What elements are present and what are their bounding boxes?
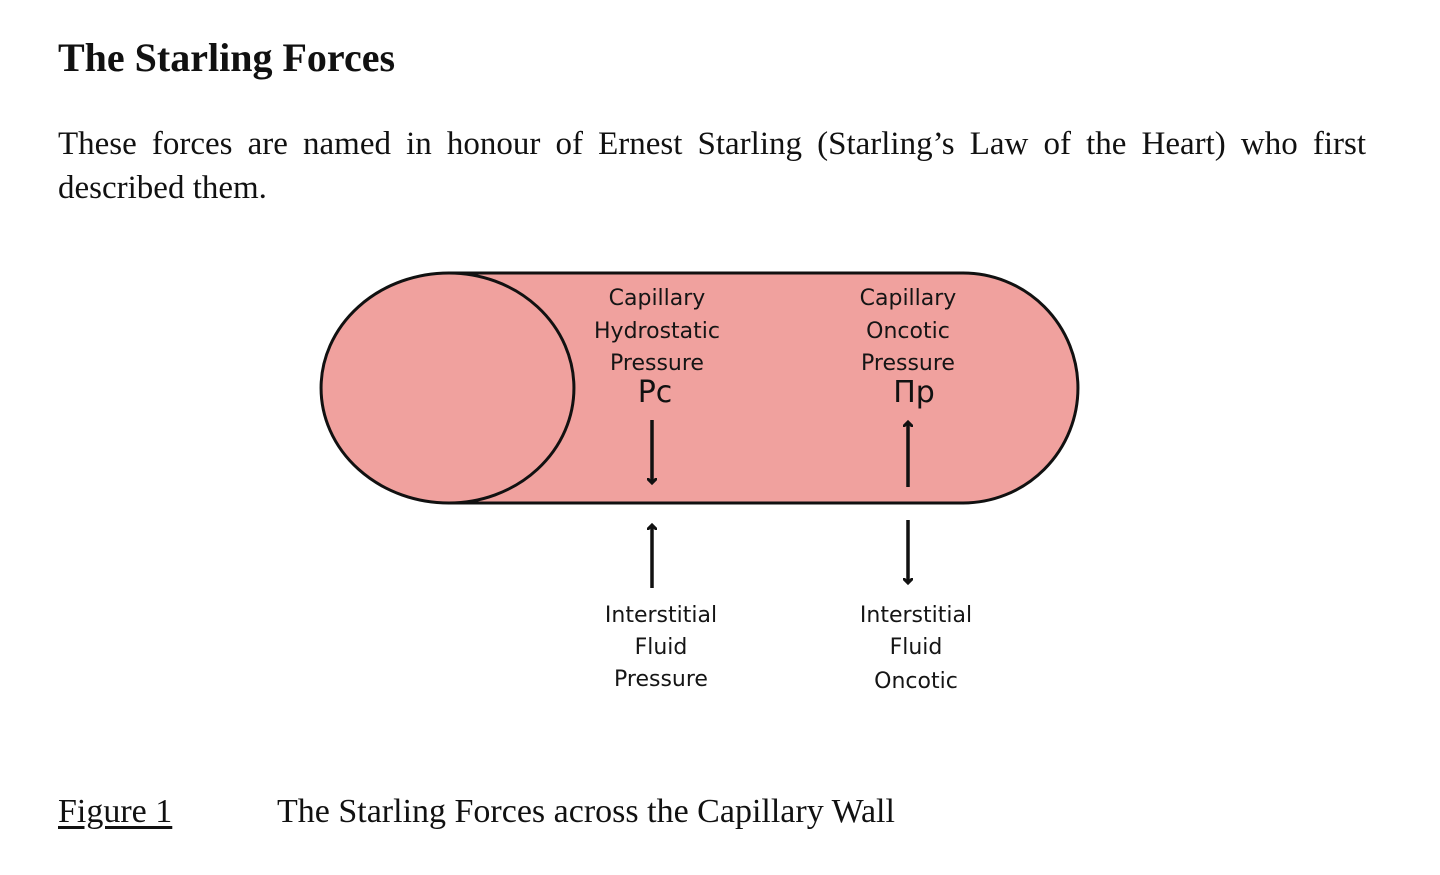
intro-paragraph: These forces are named in honour of Erne… [58,126,1366,206]
capillary-oncotic-label: Capillary Oncotic Pressure Πp [860,286,957,410]
label-line: Oncotic [866,319,950,344]
label-line: Hydrostatic [594,319,720,344]
capillary-opening-outline [448,271,576,505]
symbol-pc: Pc [638,375,673,410]
page-title: The Starling Forces [58,35,396,80]
label-line: Fluid [890,635,943,660]
capillary-hydrostatic-label: Capillary Hydrostatic Pressure Pc [594,286,720,410]
figure-caption: The Starling Forces across the Capillary… [277,793,895,830]
label-line: Pressure [614,667,708,692]
interstitial-oncotic-label: Interstitial Fluid Oncotic [860,603,972,694]
label-line: Capillary [860,286,957,311]
label-line: Capillary [609,286,706,311]
label-line: Fluid [635,635,688,660]
interstitial-pressure-label: Interstitial Fluid Pressure [605,603,717,692]
symbol-pi-p: Πp [893,375,935,410]
figure-number: Figure 1 [58,793,173,830]
label-line: Pressure [861,351,955,376]
label-line: Interstitial [605,603,717,628]
label-line: Interstitial [860,603,972,628]
label-line: Oncotic [874,669,958,694]
label-line: Pressure [610,351,704,376]
